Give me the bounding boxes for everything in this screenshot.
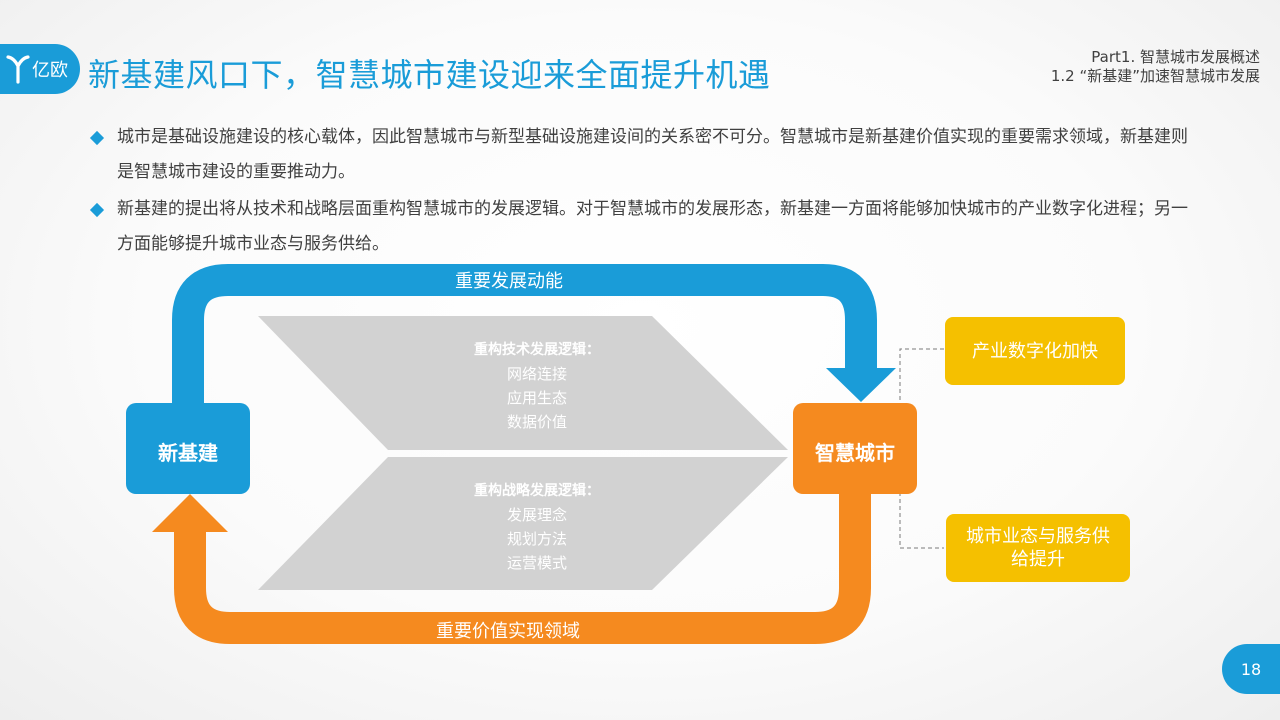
bullet-text: 新基建的提出将从技术和战略层面重构智慧城市的发展逻辑。对于智慧城市的发展形态，新… — [117, 199, 1188, 254]
lower-chevron — [258, 457, 788, 590]
outcome-services-line1: 城市业态与服务供 — [966, 526, 1110, 547]
lower-chevron-item: 运营模式 — [506, 554, 567, 572]
outcome-digitalization-box: 产业数字化加快 — [945, 317, 1125, 385]
page-number: 18 — [1222, 644, 1280, 694]
section-label: 1.2 “新基建”加速智慧城市发展 — [1050, 67, 1260, 85]
bottom-arrow-head — [152, 494, 228, 532]
logo-text: 亿欧 — [32, 60, 68, 81]
lower-chevron-item: 规划方法 — [506, 530, 567, 548]
bullet-text: 城市是基础设施建设的核心载体，因此智慧城市与新型基础设施建设间的关系密不可分。智… — [117, 127, 1188, 182]
bullet-item: 新基建的提出将从技术和战略层面重构智慧城市的发展逻辑。对于智慧城市的发展形态，新… — [89, 192, 1200, 262]
top-arrow-head — [826, 368, 896, 402]
lower-chevron-item: 发展理念 — [506, 506, 567, 524]
bullet-list: 城市是基础设施建设的核心载体，因此智慧城市与新型基础设施建设间的关系密不可分。智… — [89, 120, 1200, 264]
part-label: Part1. 智慧城市发展概述 — [1091, 48, 1260, 66]
page-title: 新基建风口下，智慧城市建设迎来全面提升机遇 — [88, 56, 771, 94]
upper-chevron-text: 重构技术发展逻辑： 网络连接 应用生态 数据价值 — [437, 340, 637, 434]
connector-2 — [899, 492, 944, 549]
brand-logo: 亿欧 — [0, 44, 80, 94]
new-infra-box — [126, 403, 250, 494]
connector-1 — [899, 348, 944, 403]
smart-city-label: 智慧城市 — [815, 441, 895, 465]
top-arrow-label: 重要发展动能 — [455, 271, 563, 292]
upper-chevron-item: 应用生态 — [506, 389, 567, 407]
outcome-services-box: 城市业态与服务供 给提升 — [946, 514, 1130, 582]
bullet-item: 城市是基础设施建设的核心载体，因此智慧城市与新型基础设施建设间的关系密不可分。智… — [89, 120, 1200, 190]
outcome-digitalization-label: 产业数字化加快 — [972, 340, 1098, 362]
upper-chevron — [258, 316, 788, 450]
lower-chevron-text: 重构战略发展逻辑： 发展理念 规划方法 运营模式 — [437, 481, 637, 575]
smart-city-box — [793, 403, 917, 494]
lower-chevron-title: 重构战略发展逻辑： — [474, 483, 600, 499]
logo-y-icon — [6, 55, 30, 84]
upper-chevron-title: 重构技术发展逻辑： — [474, 342, 600, 358]
top-flow-arrow — [172, 264, 877, 404]
upper-chevron-item: 数据价值 — [506, 413, 567, 431]
bottom-arrow-label: 重要价值实现领域 — [436, 621, 580, 642]
new-infra-label: 新基建 — [158, 441, 218, 465]
outcome-services-line2: 给提升 — [1011, 549, 1065, 570]
section-subtitle: Part1. 智慧城市发展概述 1.2 “新基建”加速智慧城市发展 — [1051, 48, 1260, 86]
upper-chevron-item: 网络连接 — [506, 365, 567, 383]
bottom-flow-arrow — [174, 492, 871, 644]
